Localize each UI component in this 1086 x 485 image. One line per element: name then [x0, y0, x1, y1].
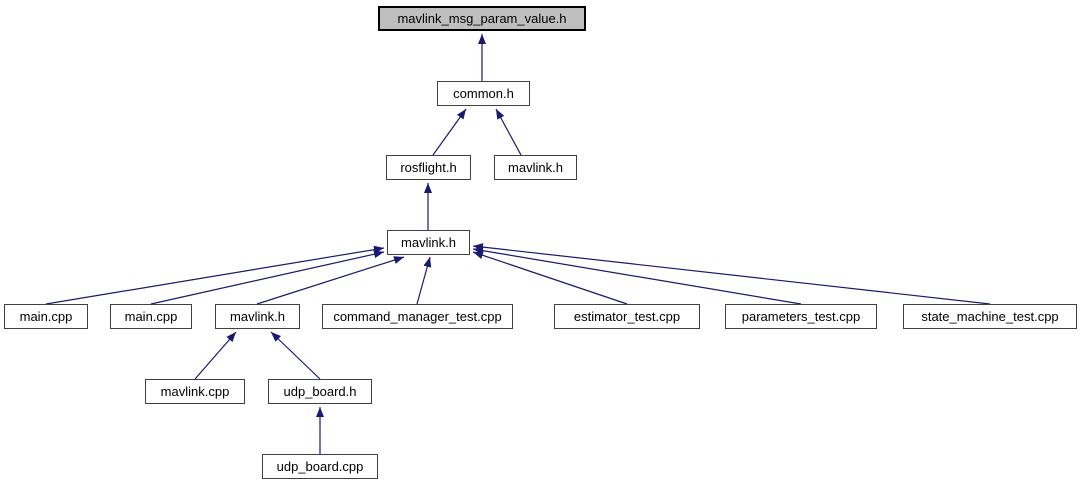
node-mavlink-h-mid[interactable]: mavlink.h: [387, 230, 470, 255]
node-mavlink-h-top[interactable]: mavlink.h: [494, 155, 577, 180]
node-command-manager-test-cpp[interactable]: command_manager_test.cpp: [322, 304, 513, 329]
edge-estimator-to-mavlinkmid: [472, 251, 628, 305]
edge-main2-to-mavlinkmid: [150, 250, 385, 305]
edge-mavlinkbot-to-mavlinkmid: [256, 256, 405, 305]
edge-rosflight-to-common: [432, 108, 467, 156]
node-common-h[interactable]: common.h: [437, 81, 530, 106]
node-udp-board-cpp[interactable]: udp_board.cpp: [262, 454, 378, 479]
node-mavlink-msg-param-value-h: mavlink_msg_param_value.h: [378, 6, 586, 31]
edge-command-to-mavlinkmid: [416, 256, 432, 305]
node-main-cpp-2[interactable]: main.cpp: [110, 304, 192, 329]
node-state-machine-test-cpp[interactable]: state_machine_test.cpp: [903, 304, 1077, 329]
node-mavlink-cpp[interactable]: mavlink.cpp: [145, 379, 245, 404]
node-mavlink-h-bottom[interactable]: mavlink.h: [215, 304, 300, 329]
edge-main1-to-mavlinkmid: [45, 245, 385, 305]
node-udp-board-h[interactable]: udp_board.h: [268, 379, 372, 404]
node-parameters-test-cpp[interactable]: parameters_test.cpp: [725, 304, 877, 329]
edge-mavlinkcpp-to-mavlinkbot: [194, 331, 237, 380]
edge-udpboardh-to-mavlinkbot: [270, 331, 321, 380]
node-estimator-test-cpp[interactable]: estimator_test.cpp: [554, 304, 700, 329]
node-main-cpp-1[interactable]: main.cpp: [4, 304, 88, 329]
edge-state-to-mavlinkmid: [472, 243, 991, 305]
node-rosflight-h[interactable]: rosflight.h: [386, 155, 471, 180]
edge-parameters-to-mavlinkmid: [472, 246, 802, 305]
edge-mavlinktop-to-common: [495, 108, 522, 156]
